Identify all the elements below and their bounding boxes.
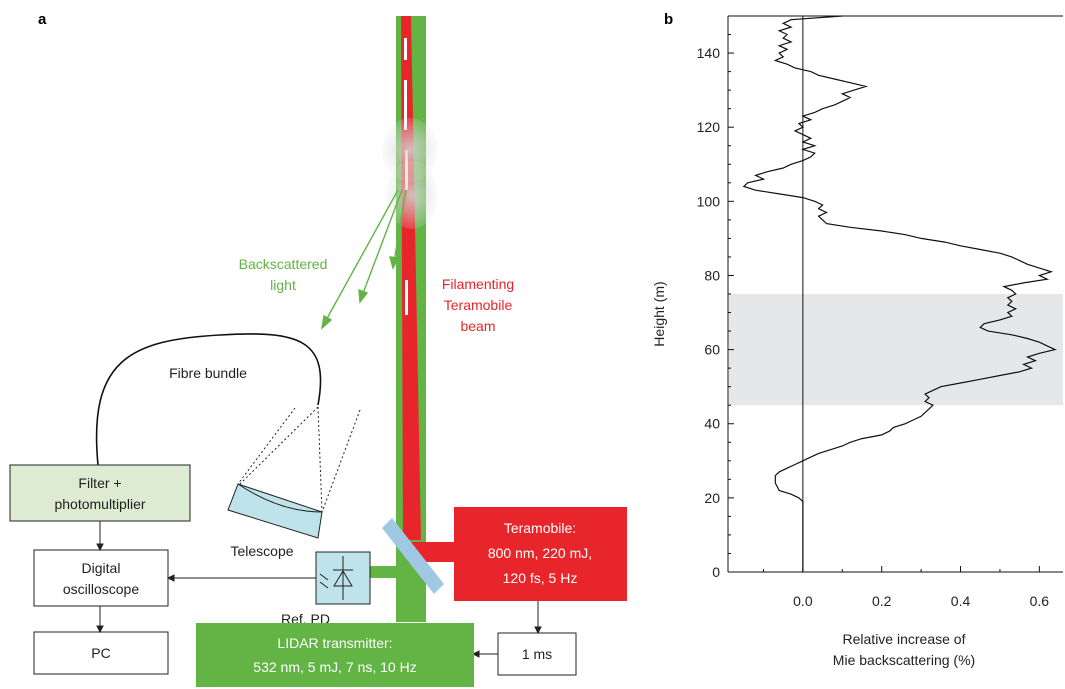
backscattered-label-2: light: [270, 277, 296, 293]
cloud-icon: [382, 118, 438, 229]
teramobile-label-3: 120 fs, 5 Hz: [503, 570, 578, 586]
panel-a-label: a: [38, 11, 47, 28]
x-axis-label-1: Relative increase of: [843, 631, 966, 647]
green-beam-horizontal: [368, 566, 420, 578]
backscatter-arrows: [320, 189, 407, 330]
lidar-transmitter-box: [196, 623, 474, 687]
y-tick-label: 20: [704, 490, 720, 506]
lidar-label-2: 532 nm, 5 mJ, 7 ns, 10 Hz: [253, 659, 416, 675]
y-tick-label: 100: [697, 193, 721, 209]
oscilloscope-label-1: Digital: [82, 560, 121, 576]
y-tick-label: 40: [704, 416, 720, 432]
x-tick-label: 0.6: [1030, 593, 1050, 609]
y-tick-label: 140: [697, 45, 721, 61]
filamenting-label-1: Filamenting: [442, 276, 514, 292]
x-tick-label: 0.0: [793, 593, 813, 609]
panel-b-label: b: [664, 11, 673, 28]
backscattered-label-1: Backscattered: [239, 256, 328, 272]
x-ticks: 0.0 0.2 0.4 0.6: [762, 566, 1050, 609]
oscilloscope-box: [33, 549, 169, 607]
x-axis-label-2: Mie backscattering (%): [833, 652, 975, 668]
telescope-label: Telescope: [230, 543, 293, 559]
delay-box: [497, 632, 577, 676]
telescope-icon: [227, 483, 323, 539]
x-tick-label: 0.2: [872, 593, 892, 609]
oscilloscope-label-2: oscilloscope: [63, 581, 139, 597]
filter-label-2: photomultiplier: [54, 496, 145, 512]
x-tick-label: 0.4: [951, 593, 971, 609]
delay-label: 1 ms: [522, 646, 552, 662]
series-line: [742, 15, 1057, 572]
y-tick-label: 60: [704, 342, 720, 358]
pc-box: [33, 631, 169, 675]
teramobile-label-2: 800 nm, 220 mJ,: [488, 545, 592, 561]
mie-backscatter-chart: 0 20 40 60 80 100 120 140 0.0 0.2 0.4 0.6 Height (…: [651, 15, 1063, 668]
signal-arrows: [96, 521, 542, 658]
teramobile-box: [454, 507, 627, 601]
filamenting-label-2: Teramobile: [444, 297, 513, 313]
pc-label: PC: [91, 645, 110, 661]
filter-photomultiplier-box: [9, 464, 191, 522]
y-axis-label: Height (m): [651, 281, 667, 346]
filamenting-label-3: beam: [460, 318, 495, 334]
fibre-bundle-cable: [95, 333, 322, 466]
filter-label-1: Filter +: [78, 475, 121, 491]
y-ticks: 0 20 40 60 80 100 120 140: [697, 15, 734, 580]
teramobile-label-1: Teramobile:: [504, 520, 576, 536]
fibre-bundle-label: Fibre bundle: [169, 365, 247, 381]
lidar-label-1: LIDAR transmitter:: [277, 635, 392, 651]
beam-splitter-mirror: [382, 518, 444, 594]
y-tick-label: 80: [704, 267, 720, 283]
photodiode-icon: [315, 551, 371, 605]
telescope-rays: [237, 406, 361, 513]
y-tick-label: 0: [712, 564, 720, 580]
y-tick-label: 120: [697, 119, 721, 135]
